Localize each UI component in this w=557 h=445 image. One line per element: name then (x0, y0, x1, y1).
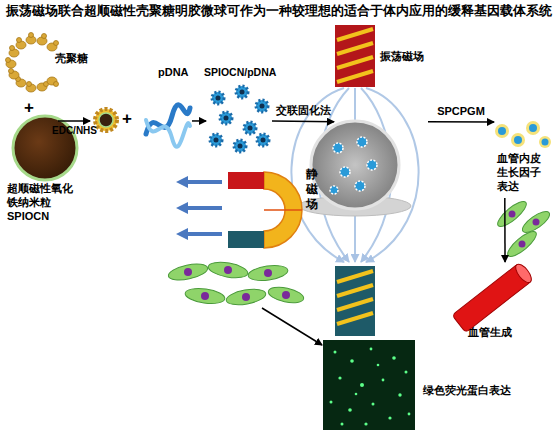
node-label: 超顺磁性氧化铁纳米粒 SPIOCN (7, 182, 79, 223)
pointer-arrow (262, 308, 322, 345)
oscillating-coil (335, 25, 375, 336)
vegf-expression-node: 血管内皮生长因子表达 (494, 118, 548, 198)
title: 振荡磁场联合超顺磁性壳聚糖明胶微球可作为一种较理想的适合于体内应用的缓释基因载体… (0, 4, 557, 20)
chitosan-node: 壳聚糖 (5, 30, 95, 98)
oscillating-field-node: 振荡磁场 (334, 22, 428, 336)
microspheres (495, 121, 551, 148)
static-field-node: 静磁场 (225, 165, 320, 257)
reagent-label: EDC/NHS (52, 125, 97, 138)
endothelial-cells (494, 198, 552, 260)
flow-arrow (428, 121, 494, 123)
flow-arrow (272, 120, 334, 122)
blood-vessel (452, 262, 534, 333)
cells (167, 260, 305, 308)
culture-dish (299, 121, 411, 216)
plasmid-node: pDNA (140, 62, 192, 150)
conjugate-particle (95, 109, 117, 131)
plus-sign: + (122, 108, 132, 129)
fluorescence-image (323, 340, 415, 430)
node-label: 血管生成 (468, 326, 512, 340)
horseshoe-magnet (228, 172, 302, 248)
flow-arrow (504, 198, 506, 262)
reaction-arrow (58, 120, 90, 122)
node-label: 振荡磁场 (380, 50, 424, 64)
chitosan-rosette (6, 33, 59, 93)
edge-label: 交联固化法 (276, 105, 331, 119)
flow-arrow (192, 120, 206, 122)
node-label: 静磁场 (306, 167, 319, 212)
node-label: 血管内皮生长因子表达 (497, 152, 545, 193)
node-label: SPIOCN/pDNA (204, 66, 276, 79)
plus-sign: + (24, 97, 34, 118)
complex-node: SPIOCN/pDNA (206, 62, 272, 150)
dna-helix (146, 105, 190, 147)
node-label: 绿色荧光蛋白表达 (423, 384, 511, 398)
complex-particles (210, 86, 269, 152)
angiogenesis-node: 血管生成 (448, 262, 540, 346)
force-arrows (184, 182, 222, 234)
node-label: pDNA (158, 66, 189, 80)
gfp-expression-node: 绿色荧光蛋白表达 (323, 338, 515, 432)
edge-label: SPCPGM (437, 105, 485, 119)
node-label: 壳聚糖 (55, 52, 95, 66)
